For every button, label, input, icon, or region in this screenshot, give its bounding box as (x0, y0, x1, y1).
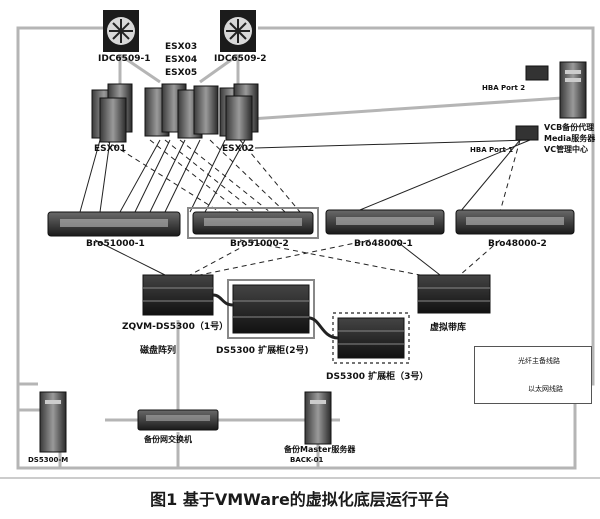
bro51000-2-switch (192, 211, 314, 235)
label-media-server: Media服务器 (544, 134, 596, 143)
backup-network-switch (137, 409, 219, 431)
legend-fiber-label: 光纤主备线路 (518, 357, 560, 365)
label-esx04: ESX04 (165, 55, 198, 65)
label-virtual-tape: 虚拟带库 (430, 323, 467, 333)
virtual-tape-library (417, 274, 491, 314)
label-ds5300-m: DS5300-M (28, 456, 69, 464)
label-disk-array: 磁盘阵列 (140, 346, 177, 356)
label-ds5300-exp3: DS5300 扩展柜（3号） (326, 372, 429, 382)
label-vc-center: VC管理中心 (544, 145, 589, 154)
label-bro48000-2: Bro48000-2 (488, 239, 547, 249)
label-hba-port-1: HBA Port 1 (470, 146, 514, 154)
idc6509-1-switch (103, 10, 139, 52)
esx01-servers (91, 83, 133, 143)
legend-box (474, 346, 592, 404)
label-idc6509-1: IDC6509-1 (98, 54, 151, 64)
ds5300-exp3-highlight (332, 312, 410, 364)
label-esx02: ESX02 (222, 144, 255, 154)
label-esx01: ESX01 (94, 144, 127, 154)
backup-master-server (304, 391, 332, 445)
zqvm-ds5300-storage (142, 274, 214, 316)
label-idc6509-2: IDC6509-2 (214, 54, 267, 64)
label-backup-master: 备份Master服务器 (284, 445, 356, 454)
bro51000-1-switch (47, 211, 181, 237)
label-vcb-proxy: VCB备份代理 (544, 123, 595, 132)
idc6509-2-switch (220, 10, 256, 52)
esx02-servers (219, 83, 259, 141)
ds5300-m-server (39, 391, 67, 453)
label-zqvm-ds5300: ZQVM-DS5300（1号） (122, 322, 229, 332)
label-hba-port-2: HBA Port 2 (482, 84, 526, 92)
legend-ethernet-label: 以太网线路 (528, 385, 563, 393)
label-esx03: ESX03 (165, 42, 198, 52)
vcb-server (559, 61, 587, 119)
ds5300-exp3-storage (337, 317, 405, 359)
label-ds5300-exp2: DS5300 扩展柜(2号) (216, 346, 309, 356)
hba-port-2-card (525, 65, 549, 81)
ds5300-exp2-highlight (227, 279, 315, 339)
bro48000-2-switch (455, 209, 575, 235)
bro48000-1-switch (325, 209, 445, 235)
fiber-backup-lines (104, 139, 521, 276)
figure-caption: 图1 基于VMWare的虚拟化底层运行平台 (150, 490, 450, 509)
hba-port-1-card (515, 125, 539, 141)
esx-03-05-servers (144, 83, 219, 139)
storage-daisy-chain (212, 293, 339, 340)
label-back-01: BACK-01 (290, 456, 324, 464)
label-bro51000-2: Bro51000-2 (230, 239, 289, 249)
label-bro51000-1: Bro51000-1 (86, 239, 145, 249)
label-backup-switch: 备份网交换机 (144, 435, 192, 444)
fiber-primary-lines (79, 127, 531, 276)
label-esx05: ESX05 (165, 68, 198, 78)
label-bro48000-1: Bro48000-1 (354, 239, 413, 249)
ds5300-exp2-storage (232, 284, 310, 334)
bro51000-2-highlight (187, 207, 319, 239)
